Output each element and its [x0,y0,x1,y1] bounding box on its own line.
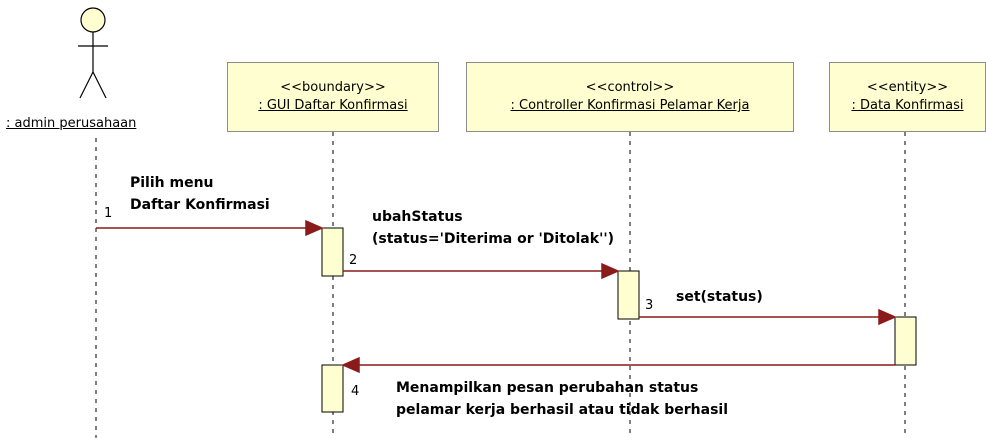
data-name-label: : Data Konfirmasi [851,98,964,113]
gui-activation-1 [321,227,344,277]
message-3-label: set(status) [676,286,763,308]
actor-icon [78,7,108,99]
message-2-label: ubahStatus (status='Diterima or 'Ditolak… [372,206,614,250]
gui-activation-2 [321,364,344,413]
controller-activation [617,270,640,320]
message-2-arrowhead [601,262,620,280]
message-1-number: 1 [104,206,113,221]
message-4-label: Menampilkan pesan perubahan status pelam… [396,377,728,421]
data-activation [894,316,917,366]
actor-label: : admin perusahaan [6,116,137,131]
lifeline-box-gui: <<boundary>> : GUI Daftar Konfirmasi [227,62,439,132]
message-3-arrowhead [878,308,897,326]
message-2-line2: (status='Diterima or 'Ditolak'') [372,231,615,247]
message-1-line1: Pilih menu [130,175,214,191]
controller-stereotype: <<control>> [585,80,675,95]
controller-name: : Controller Konfirmasi Pelamar Kerja [510,98,750,113]
lifeline-box-controller: <<control>> : Controller Konfirmasi Pela… [466,62,794,132]
message-1-line2: Daftar Konfirmasi [130,197,270,213]
message-2-line1: ubahStatus [372,209,463,225]
gui-stereotype: <<boundary>> [280,80,386,95]
lifeline-box-data: <<entity>> : Data Konfirmasi [829,62,986,132]
message-4-line1: Menampilkan pesan perubahan status [396,380,699,396]
message-2-number: 2 [349,253,358,268]
message-4-line2: pelamar kerja berhasil atau tidak berhas… [396,402,729,418]
data-stereotype: <<entity>> [866,80,949,95]
message-3-line1: set(status) [676,289,763,305]
message-1-arrowhead [305,219,324,237]
message-1-label: Pilih menu Daftar Konfirmasi [130,172,270,216]
message-4-arrowhead [341,356,360,374]
message-3-number: 3 [645,298,654,313]
gui-name: : GUI Daftar Konfirmasi [258,98,408,113]
message-4-number: 4 [351,384,360,399]
